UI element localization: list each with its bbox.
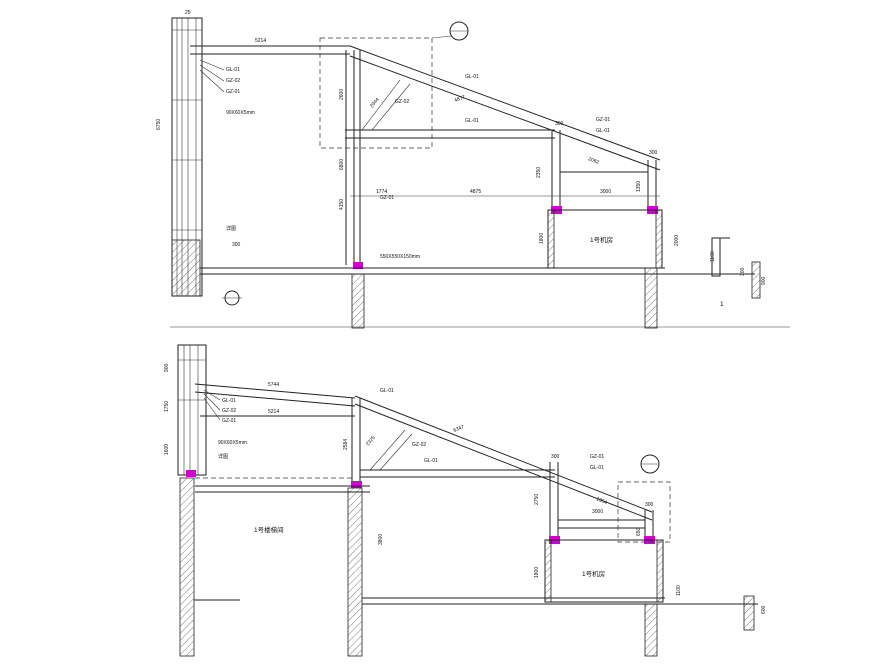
- bottom-slope-truss: 6347 2325 GZ-02 GL-01 1354: [354, 395, 653, 521]
- top-dim-300b: 300: [649, 150, 658, 156]
- bottom-label-gl01-mid: GL-01: [424, 458, 438, 464]
- bottom-dim-6347: 6347: [453, 424, 466, 434]
- bottom-roof-slab: [195, 477, 370, 493]
- bottom-base-pad-main: [351, 481, 362, 488]
- top-slope-truss: GL-01 GZ-02 GL-01 4877 2944: [345, 45, 661, 171]
- top-label-gz02-mid: GZ-02: [395, 99, 409, 105]
- top-label-detail: 详图: [226, 225, 236, 232]
- bottom-dim-5744: 5744: [268, 382, 279, 388]
- top-section: 25 6750 5214 GL-01 GZ-02 GL-01 4877 2944: [156, 10, 790, 329]
- bottom-main-column: 2584: [343, 398, 362, 488]
- bottom-dim-2325: 2325: [365, 435, 377, 448]
- bottom-dim-300b: 300: [645, 502, 654, 508]
- top-label-gl01-mid: GL-01: [465, 118, 479, 124]
- top-room-label: 1号机房: [590, 235, 613, 244]
- top-base-label: 550X550X150mm: [380, 254, 420, 260]
- top-dim-25: 25: [185, 10, 191, 16]
- top-dim-4150: 4150: [339, 199, 345, 210]
- top-dim-2350: 2350: [536, 167, 542, 178]
- bottom-facade-frame: 900 1750 1600: [164, 344, 207, 657]
- bottom-label-gl01-r: GL-01: [590, 465, 604, 471]
- bottom-section: 900 1750 1600 GL-01 GZ-02 GZ-01 90X60X5m…: [164, 344, 767, 657]
- bottom-base-pad-left: [186, 470, 196, 477]
- top-dim-900: 900: [761, 276, 767, 285]
- bottom-dim-1800: 1800: [534, 567, 540, 578]
- top-dim-5214: 5214: [255, 38, 266, 44]
- top-dim-3000: 3000: [600, 189, 611, 195]
- bottom-detail-frame: [617, 481, 671, 543]
- bottom-label-gl01-top: GL-01: [380, 388, 394, 394]
- bottom-label-gz01-r: GZ-01: [590, 454, 604, 460]
- top-label-gl01-left: GL-01: [226, 67, 240, 73]
- bottom-dim-600: 600: [761, 605, 767, 614]
- bottom-label-gz02-a: GZ-02: [222, 408, 236, 414]
- bottom-dim-900: 900: [164, 363, 170, 372]
- top-machine-room: 1号机房 1800 2000: [539, 209, 680, 269]
- bottom-dim-3800: 3800: [378, 534, 384, 545]
- bottom-stair-room: 1号楼梯间 3800: [254, 487, 384, 657]
- bottom-label-gz01-a: GZ-01: [222, 418, 236, 424]
- bottom-dim-5214: 5214: [268, 409, 279, 415]
- bottom-dim-650: 650: [636, 527, 642, 536]
- top-base-pad-main: [353, 262, 363, 269]
- bottom-right-columns: 300 300 3000 2750 650 GZ-01 GL-01: [534, 454, 655, 544]
- top-dim-1350: 1350: [636, 181, 642, 192]
- top-marker-1: 1: [720, 301, 724, 308]
- bottom-dim-2584: 2584: [343, 439, 349, 450]
- bottom-machine-room: 1号机房 1800: [534, 539, 664, 603]
- top-label-gz01-r: GZ-01: [596, 117, 610, 123]
- bottom-label-gl01-a: GL-01: [222, 398, 236, 404]
- bottom-dim-3000: 3000: [592, 509, 603, 515]
- top-main-column: 2600 6800 4150 GZ-01: [339, 50, 394, 269]
- top-dim-300d: 300: [232, 242, 241, 248]
- bottom-left-labels: GL-01 GZ-02 GZ-01 90X60X5mm 详图: [203, 389, 247, 460]
- top-dim-2944: 2944: [369, 97, 381, 110]
- top-dim-2000: 2000: [674, 235, 680, 246]
- top-left-labels: GL-01 GZ-02 GZ-01 90X60X5mm 详图: [199, 59, 255, 232]
- top-label-gl01-r2: GL-01: [596, 128, 610, 134]
- top-dim-300a: 300: [555, 121, 564, 127]
- top-label-gz02-left: GZ-02: [226, 78, 240, 84]
- top-roof-beam: 5214: [190, 38, 350, 55]
- top-label-gl01-r: GL-01: [465, 74, 479, 80]
- bottom-detail-callout: [640, 454, 660, 474]
- bottom-dim-1600: 1600: [164, 444, 170, 455]
- top-label-gz01-col: GZ-01: [380, 195, 394, 201]
- top-dim-1100: 1100: [710, 251, 716, 262]
- bottom-room-left: 1号楼梯间: [254, 525, 284, 534]
- top-label-gz01-left: GZ-01: [226, 89, 240, 95]
- top-parapet: [711, 237, 730, 277]
- bottom-dim-1354: 1354: [595, 496, 608, 506]
- top-dim-6800: 6800: [339, 159, 345, 170]
- bottom-dim-300a: 300: [551, 454, 560, 460]
- top-dim-4875: 4875: [470, 189, 481, 195]
- top-detail-frame: [319, 37, 433, 149]
- top-detail-callout: [431, 21, 469, 41]
- bottom-dim-1100: 1100: [676, 585, 682, 596]
- bottom-room-right: 1号机房: [582, 569, 605, 578]
- top-label-tube: 90X60X5mm: [226, 110, 255, 116]
- bottom-dim-2750: 2750: [534, 494, 540, 505]
- top-dim-1774: 1774: [376, 189, 387, 195]
- bottom-floor-slab: 1100 600: [194, 585, 767, 657]
- top-floor-slab: 300 1100 300 900 550X550X150mm 1: [170, 242, 790, 329]
- top-dim-2600: 2600: [339, 89, 345, 100]
- top-axis-symbol: [222, 290, 242, 306]
- bottom-roof-beams: 5744 5214 GL-01: [194, 382, 394, 417]
- top-dim-6750: 6750: [156, 119, 162, 130]
- top-horizontal-dims: 1774 4875 3000: [350, 189, 660, 197]
- bottom-label-gz02-mid: GZ-02: [412, 442, 426, 448]
- top-dim-2062: 2062: [587, 156, 600, 166]
- bottom-label-detail: 详图: [218, 453, 228, 460]
- top-dim-1800: 1800: [539, 233, 545, 244]
- top-facade-frame: [171, 17, 203, 297]
- top-dim-4877: 4877: [454, 94, 467, 104]
- top-dim-300c: 300: [740, 267, 746, 276]
- bottom-dim-1750: 1750: [164, 401, 170, 412]
- bottom-label-tube: 90X60X5mm: [218, 440, 247, 446]
